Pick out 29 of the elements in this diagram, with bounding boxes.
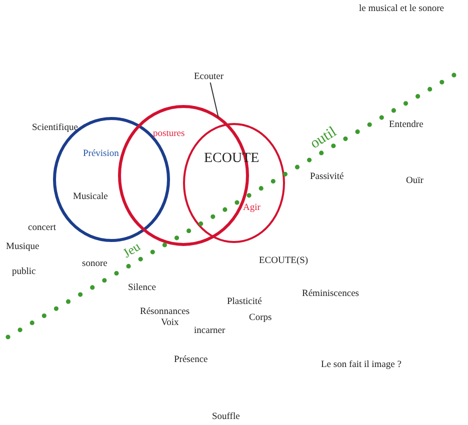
circle-label: Musicale (73, 192, 108, 202)
question-text: Le son fait il image ? (321, 360, 402, 370)
keyword-label: Ouïr (406, 176, 424, 186)
circle-label: Agir (243, 202, 260, 214)
keyword-label: Entendre (389, 120, 424, 130)
circle-label: postures (153, 128, 185, 140)
keyword-label: public (12, 266, 36, 278)
callout-text: Ecouter (194, 72, 224, 82)
venn-circle (183, 123, 285, 243)
keyword-label: Réminiscences (302, 288, 359, 300)
keyword-label: concert (28, 222, 56, 234)
keyword-label: sonore (82, 258, 108, 270)
keyword-label: Présence (174, 354, 208, 366)
keyword-label: Passivité (310, 172, 344, 182)
keyword-label: Musique (6, 242, 40, 252)
keyword-label: Voix (161, 318, 179, 328)
keyword-label: Plasticité (227, 296, 262, 308)
keyword-label: Souffle (212, 412, 240, 422)
heading-text: le musical et le sonore (359, 4, 444, 14)
keyword-label: Corps (249, 312, 272, 324)
keyword-label: incarner (194, 326, 226, 336)
keyword-label: Scientifique (32, 122, 78, 134)
circle-label: Prévision (83, 148, 119, 160)
keyword-label: Résonnances (140, 306, 190, 318)
line-label: Jeu (120, 239, 142, 261)
leader-line (210, 82, 219, 118)
line-label: outil (308, 124, 340, 152)
keyword-label: ECOUTE(S) (259, 256, 308, 266)
keyword-label: Silence (128, 282, 156, 294)
